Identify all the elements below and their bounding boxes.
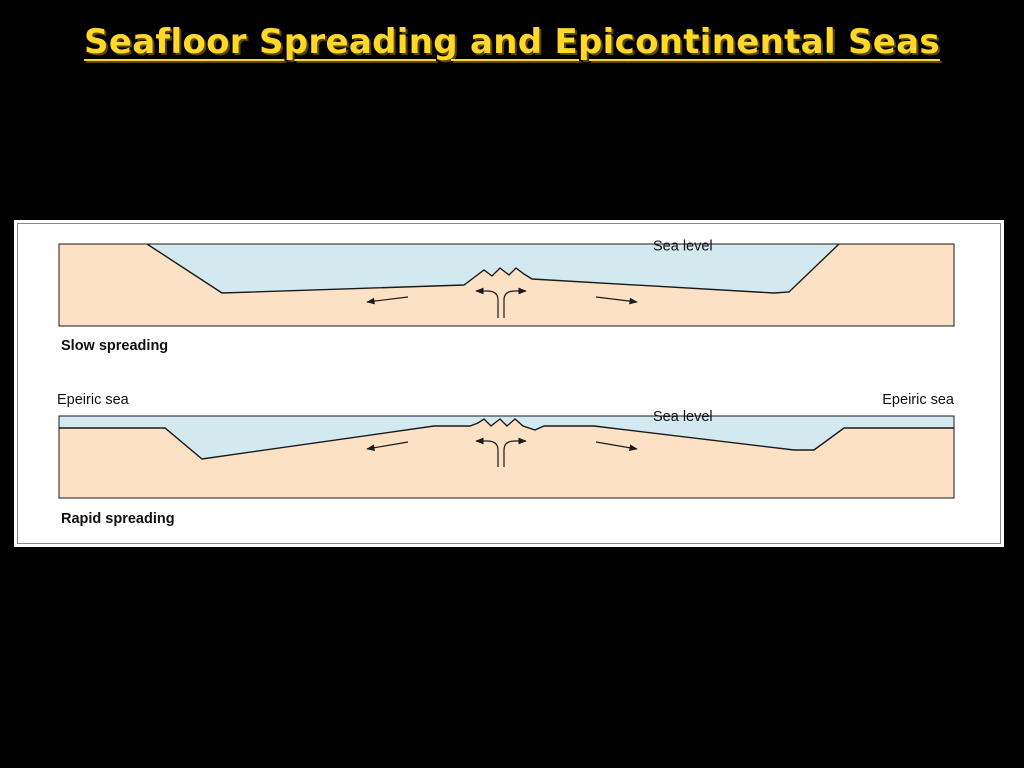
epeiric-sea-label-left: Epeiric sea (57, 392, 130, 408)
rapid-spreading-caption: Rapid spreading (61, 511, 175, 527)
rapid-upwelling-left (475, 437, 499, 467)
rapid-panel-outline (58, 415, 955, 499)
panel-slow-spreading: Sea level Slow spreading (58, 239, 955, 354)
slow-upwelling-right (503, 287, 527, 318)
rapid-sea-level-label: Sea level (653, 409, 713, 425)
rapid-ocean-basin (165, 416, 844, 459)
spreading-diagram: Sea level Slow spreading Epeiric sea Epe… (14, 220, 1004, 547)
slow-panel-outline (58, 243, 955, 327)
slow-arrow-left (366, 296, 409, 305)
figure-border (17, 223, 1001, 544)
panel-rapid-spreading: Epeiric sea Epeiric sea Sea level Rapid … (57, 392, 955, 527)
diagram-svg: Sea level Slow spreading Epeiric sea Epe… (14, 220, 1004, 547)
rapid-arrow-right (595, 441, 638, 452)
rapid-epeiric-sea-right (844, 416, 954, 428)
rapid-epeiric-sea-left (59, 416, 165, 428)
slow-ocean-basin (147, 244, 839, 293)
slow-upwelling-left (475, 287, 499, 318)
slide-title: Seafloor Spreading and Epicontinental Se… (84, 22, 940, 62)
slow-sea-level-label: Sea level (653, 239, 713, 255)
rapid-upwelling-right (503, 437, 527, 467)
slow-arrow-right (595, 296, 638, 305)
slow-seafloor-profile (146, 243, 840, 294)
epeiric-sea-label-right: Epeiric sea (882, 392, 955, 408)
slow-spreading-caption: Slow spreading (61, 338, 168, 354)
rapid-arrow-left (366, 441, 409, 452)
rapid-seafloor-profile (59, 418, 954, 460)
